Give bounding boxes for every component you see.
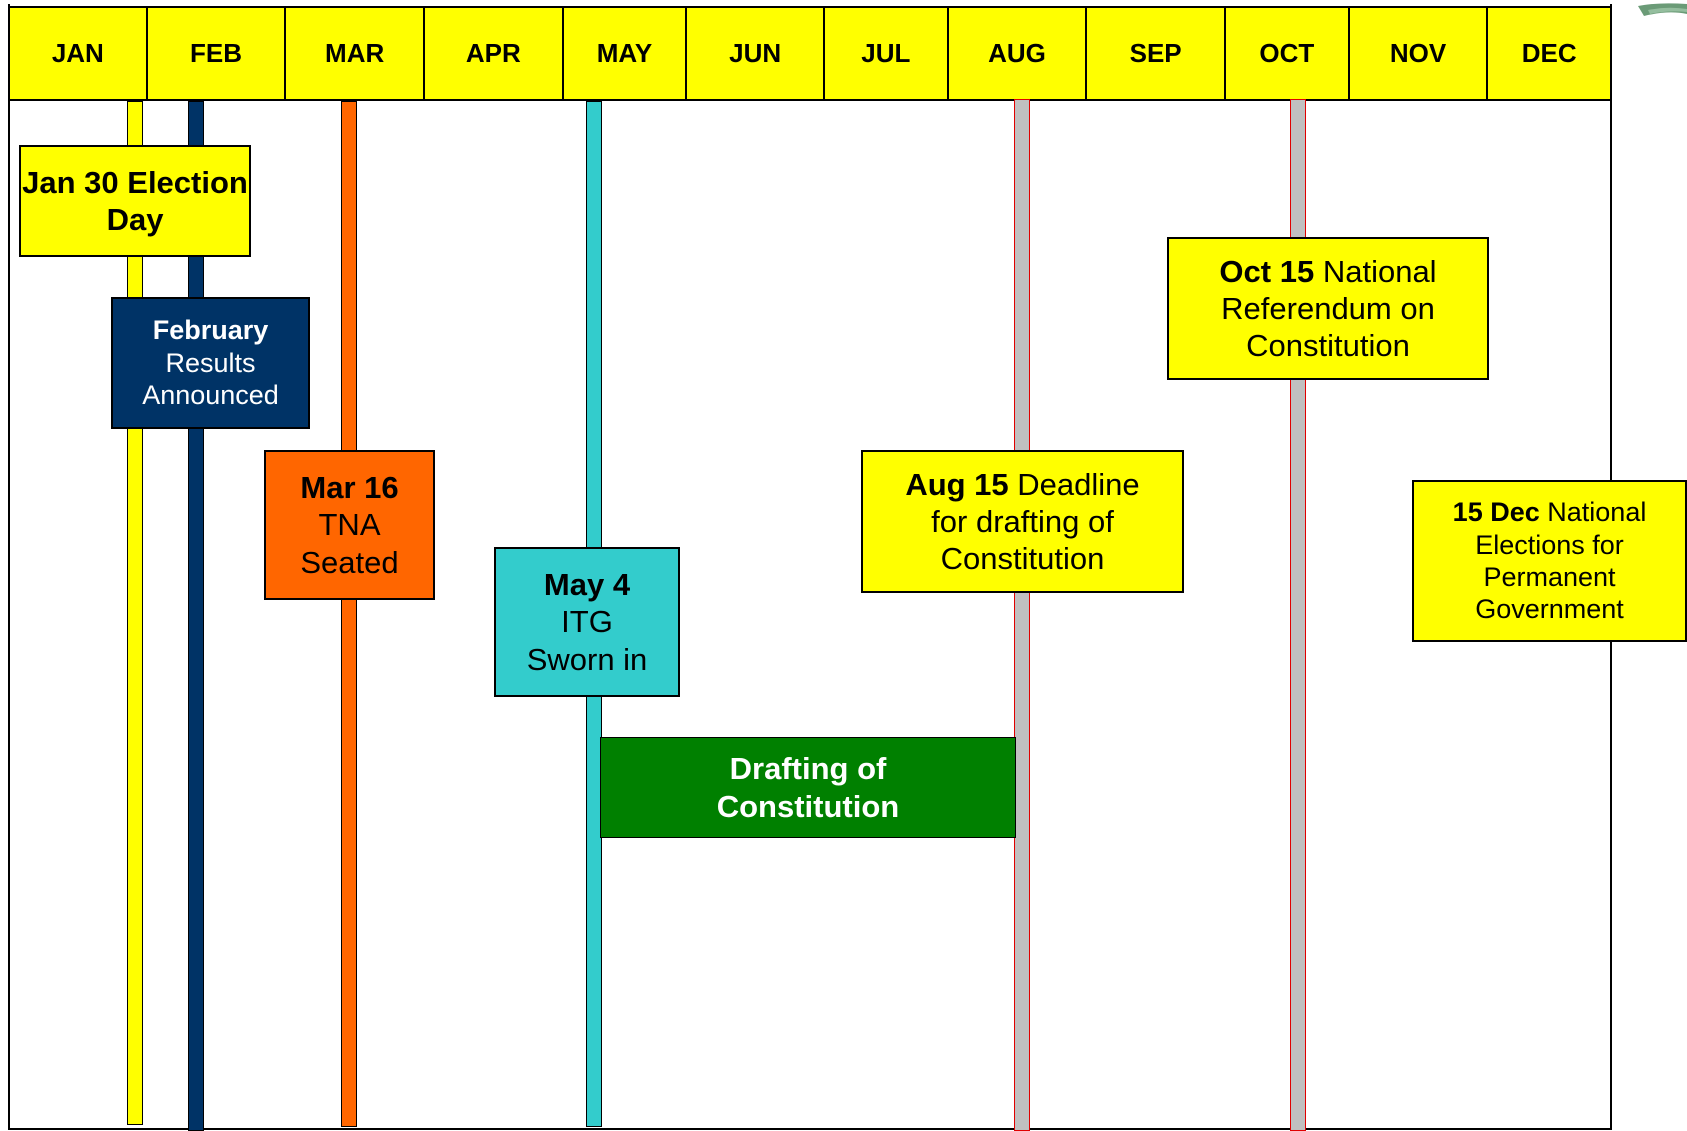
itg-date: May 4: [543, 567, 631, 603]
results-box: February Results Announced: [111, 297, 310, 429]
month-jun: JUN: [687, 8, 825, 99]
results-date: February: [152, 315, 269, 346]
election-day-box: Jan 30 Election Day: [19, 145, 251, 257]
month-feb: FEB: [148, 8, 287, 99]
month-nov: NOV: [1350, 8, 1489, 99]
results-text: Results Announced: [142, 347, 279, 411]
itg-text: ITG Sworn in: [526, 604, 648, 677]
month-oct: OCT: [1226, 8, 1350, 99]
deadline-text: Deadline for drafting of Constitution: [931, 466, 1140, 577]
month-may: MAY: [564, 8, 688, 99]
referendum-date: Oct 15: [1219, 253, 1315, 289]
month-apr: APR: [425, 8, 564, 99]
month-jan: JAN: [10, 8, 148, 99]
tna-text: TNA Seated: [300, 507, 399, 580]
elections-date: 15 Dec: [1452, 497, 1540, 528]
referendum-text: National Referendum on Constitution: [1221, 253, 1437, 364]
elections-text: National Elections for Permanent Governm…: [1475, 497, 1647, 625]
month-header: JAN FEB MAR APR MAY JUN JUL AUG SEP OCT …: [8, 6, 1612, 101]
drafting-label: Drafting of Constitution: [716, 751, 900, 824]
month-sep: SEP: [1087, 8, 1226, 99]
month-aug: AUG: [949, 8, 1088, 99]
corner-decoration: [1638, 3, 1687, 17]
deadline-line: [1014, 99, 1030, 1131]
drafting-box: Drafting of Constitution: [600, 737, 1016, 838]
election-day-label: Jan 30 Election Day: [22, 164, 248, 237]
itg-box: May 4 ITG Sworn in: [494, 547, 680, 697]
elections-box: 15 Dec National Elections for Permanent …: [1412, 480, 1687, 642]
tna-box: Mar 16 TNA Seated: [264, 450, 435, 600]
referendum-box: Oct 15 National Referendum on Constituti…: [1167, 237, 1489, 380]
deadline-box: Aug 15 Deadline for drafting of Constitu…: [861, 450, 1184, 593]
month-mar: MAR: [286, 8, 425, 99]
month-dec: DEC: [1521, 38, 1577, 68]
deadline-date: Aug 15: [905, 466, 1009, 502]
month-jul: JUL: [825, 8, 949, 99]
tna-date: Mar 16: [300, 470, 399, 506]
tna-line: [341, 101, 357, 1127]
